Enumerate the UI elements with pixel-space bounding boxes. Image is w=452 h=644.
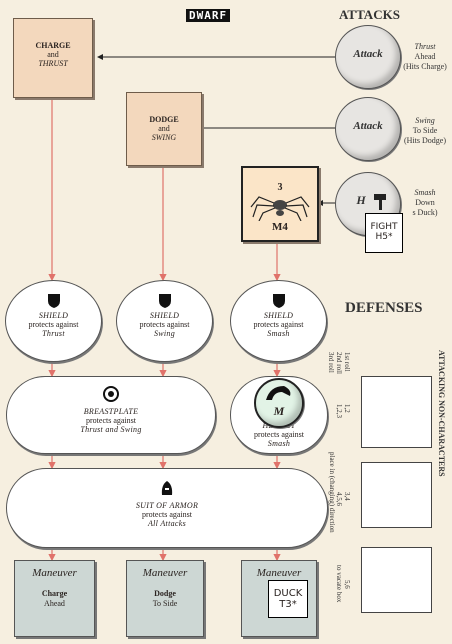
attack-hits: (Hits Charge) — [403, 62, 447, 71]
counter-code: M4 — [272, 221, 288, 233]
maneuver-dir: To Side — [152, 599, 178, 608]
tracker-box-1[interactable] — [361, 376, 432, 448]
attack-thrust-desc: Thrust Ahead (Hits Charge) — [398, 42, 452, 72]
chit-action: DUCK — [273, 588, 303, 599]
beak-icon — [266, 386, 291, 400]
roll-label-3: 3rd roll — [327, 352, 335, 373]
defense-title: BREASTPLATE — [83, 407, 139, 416]
roll-label-2: 2nd roll — [335, 352, 343, 374]
defense-target: Thrust and Swing — [80, 425, 142, 434]
monster-counter[interactable]: 3 M4 — [241, 166, 319, 242]
defense-title: SHIELD — [38, 311, 69, 320]
attack-hits: s Duck) — [412, 208, 438, 217]
defense-protects: protects against — [86, 416, 136, 425]
helm-icon — [161, 481, 173, 495]
defense-target: Swing — [153, 329, 176, 338]
attack-dir: Down — [415, 198, 435, 207]
defense-protects: protects against — [254, 430, 304, 439]
attack-label: Attack — [353, 120, 383, 132]
attack-label: H — [356, 193, 366, 207]
attack-swing-circle[interactable]: Attack — [335, 97, 401, 161]
chit-action: FIGHT — [370, 222, 398, 232]
defense-protects: protects against — [253, 320, 304, 329]
defense-target: All Attacks — [147, 519, 187, 528]
attack-dir: To Side — [412, 126, 438, 135]
defense-target: Smash — [267, 439, 291, 448]
attack-smash-desc: Smash Down s Duck) — [398, 188, 452, 218]
fight-chit[interactable]: FIGHT H5* — [365, 213, 403, 253]
attack-thrust-circle[interactable]: Attack — [335, 25, 401, 89]
attacks-header: ATTACKS — [339, 7, 400, 22]
suit-of-armor[interactable]: SUIT OF ARMOR protects against All Attac… — [6, 468, 328, 548]
maneuver-dir: Ahead — [44, 599, 65, 608]
dodge-swing-box[interactable]: DODGE and SWING — [126, 92, 202, 166]
chit-value: T3* — [279, 599, 297, 610]
breastplate-icon — [103, 386, 119, 402]
box-title: DODGE — [149, 115, 179, 124]
attack-name: Thrust — [414, 42, 436, 51]
vacate-note: to vacate box — [335, 565, 343, 603]
defense-protects: protects against — [142, 510, 192, 519]
shield-thrust[interactable]: SHIELD protects against Thrust — [5, 280, 102, 362]
maneuver-charge[interactable]: Maneuver Charge Ahead — [14, 560, 95, 637]
counter-number: 3 — [277, 182, 283, 193]
roll-value-2: 1,2,3 — [335, 404, 343, 418]
hammer-icon — [374, 194, 386, 210]
maneuver-name: Charge — [41, 589, 68, 598]
box-and: and — [47, 50, 59, 59]
maneuver-title: Maneuver — [32, 567, 77, 579]
roll-value-5: 5,6 — [343, 580, 351, 589]
defense-target: Smash — [267, 329, 290, 338]
character-tag: DWARF — [186, 9, 231, 22]
maneuver-dodge[interactable]: Maneuver Dodge To Side — [126, 560, 204, 637]
attack-swing-desc: Swing To Side (Hits Dodge) — [398, 116, 452, 146]
attack-label: Attack — [353, 48, 383, 60]
duck-chit[interactable]: DUCK T3* — [268, 580, 308, 618]
token-letter: M — [273, 404, 285, 418]
attack-name: Smash — [414, 188, 436, 197]
maneuver-title: Maneuver — [256, 567, 302, 579]
tracker-box-3[interactable] — [361, 547, 432, 613]
tracker-box-2[interactable] — [361, 462, 432, 528]
defense-protects: protects against — [139, 320, 190, 329]
defense-title: SHIELD — [149, 311, 180, 320]
maneuver-name: Dodge — [154, 589, 176, 598]
shield-icon — [47, 294, 60, 308]
maneuver-title: Maneuver — [142, 567, 188, 579]
spider-icon — [250, 196, 310, 221]
breastplate[interactable]: BREASTPLATE protects against Thrust and … — [6, 376, 216, 454]
shield-icon — [158, 294, 171, 308]
attack-hits: (Hits Dodge) — [404, 136, 446, 145]
shield-smash[interactable]: SHIELD protects against Smash — [230, 280, 327, 362]
box-italic: SWING — [151, 133, 177, 142]
roll-value-4: 4,5,6 — [335, 492, 343, 506]
box-italic: THRUST — [38, 59, 68, 68]
shield-icon — [272, 294, 285, 308]
defenses-header: DEFENSES — [345, 300, 423, 316]
attack-name: Swing — [415, 116, 435, 125]
shield-swing[interactable]: SHIELD protects against Swing — [116, 280, 213, 362]
chit-value: H5* — [375, 232, 393, 242]
helmet-monster-token[interactable]: M — [254, 378, 304, 428]
box-title: CHARGE — [35, 41, 71, 50]
place-note: place in (changing) direction — [328, 452, 336, 533]
defense-protects: protects against — [28, 320, 79, 329]
roll-value-1: 1,2 — [343, 404, 351, 413]
defense-title: SUIT OF ARMOR — [135, 501, 199, 510]
defense-title: SHIELD — [263, 311, 294, 320]
box-and: and — [158, 124, 170, 133]
charge-thrust-box[interactable]: CHARGE and THRUST — [13, 18, 93, 98]
roll-value-3: 3,4 — [343, 492, 351, 501]
defense-target: Thrust — [42, 329, 65, 338]
roll-label-1: 1st roll — [343, 352, 351, 372]
attack-dir: Ahead — [414, 52, 436, 61]
attacking-header: ATTACKING NON-CHARACTERS — [437, 350, 446, 477]
